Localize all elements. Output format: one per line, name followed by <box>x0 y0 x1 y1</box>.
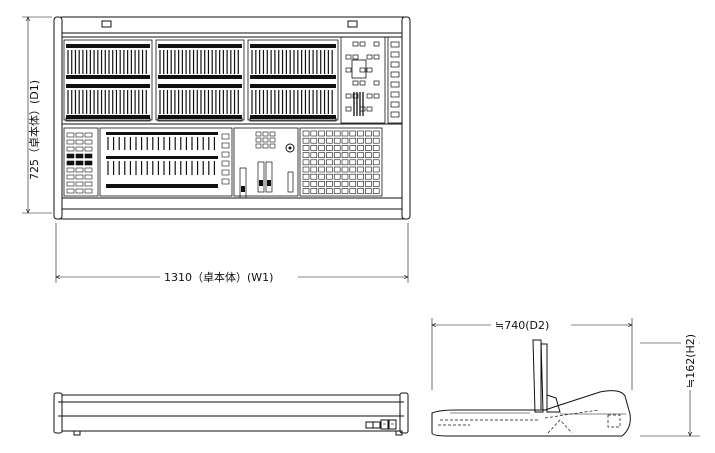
top-view <box>53 16 411 220</box>
playback-section <box>99 127 233 197</box>
front-view <box>53 392 409 436</box>
dimension-d1-label: 725（卓本体）(D1) <box>27 80 41 180</box>
dimension-h2: ≒162(H2) <box>640 318 700 436</box>
dimension-w1-label: 1310（卓本体）(W1) <box>164 270 273 284</box>
right-end-cap <box>401 16 411 220</box>
dimension-h2-label: ≒162(H2) <box>684 334 697 388</box>
keypad-section-left <box>63 127 99 197</box>
dimension-w1: 1310（卓本体）(W1) <box>56 223 408 284</box>
control-section-right <box>340 36 403 124</box>
programmer-keypad <box>233 127 383 199</box>
left-end-cap <box>53 16 63 220</box>
rear-connectors <box>365 419 397 430</box>
mount-left <box>101 20 112 28</box>
dimension-d1: 725（卓本体）(D1) <box>22 17 52 213</box>
side-view <box>431 339 631 437</box>
mount-right <box>347 20 358 28</box>
dimension-d2-label: ≒740(D2) <box>495 319 549 332</box>
dimension-d2: ≒740(D2) <box>432 317 632 390</box>
fader-banks-upper <box>63 39 339 122</box>
